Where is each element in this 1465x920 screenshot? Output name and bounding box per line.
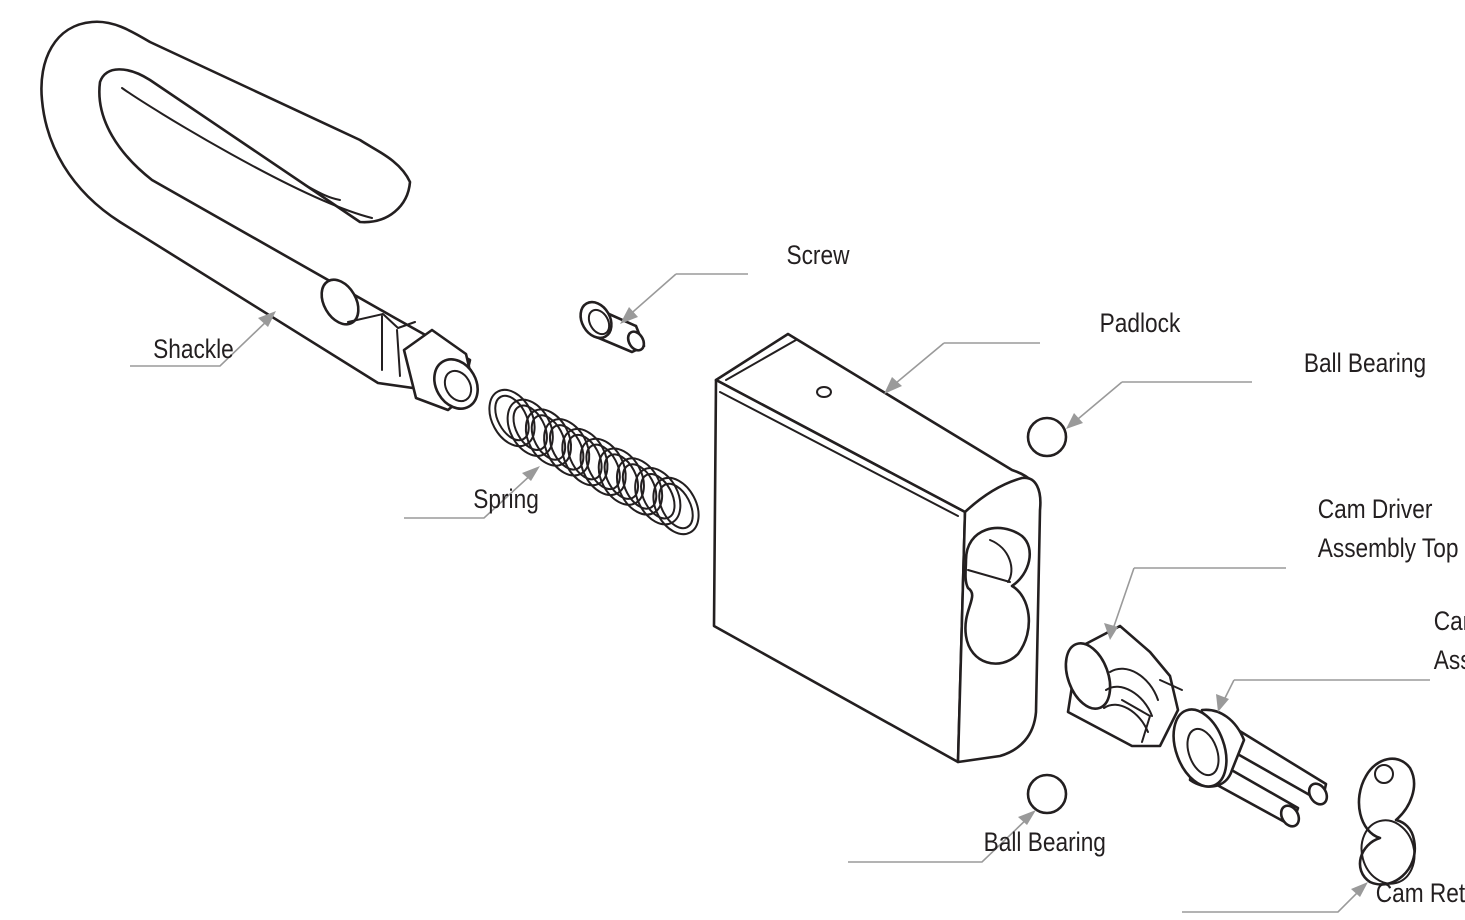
cam-retainer-part [1357, 757, 1417, 886]
label-ball-bearing-top: Ball Bearing [1304, 348, 1426, 378]
label-cam-driver-top-line2: Assembly Top [1318, 533, 1459, 563]
cam-driver-assembly-top-part [1064, 624, 1183, 748]
spring-coil [658, 482, 694, 530]
label-padlock: Padlock [1100, 308, 1181, 338]
label-spring: Spring [473, 484, 539, 514]
label-ball-bearing-bottom: Ball Bearing [984, 827, 1106, 857]
spring-part [488, 388, 700, 536]
ball-bearing-top-part [1026, 416, 1068, 458]
label-cam-driver-bottom-line1: Cam Driver [1434, 606, 1465, 636]
ball-bearing-bottom-part [1026, 773, 1068, 815]
spring-coil [567, 433, 603, 481]
part-labels: Shackle Screw Spring Padlock Ball Bearin… [153, 240, 1465, 908]
spring-coil [512, 404, 548, 451]
spring-coil [634, 467, 682, 526]
screw-part [579, 300, 646, 354]
shackle-part [40, 20, 479, 412]
spring-coil [603, 453, 640, 500]
padlock-body-part [712, 332, 1042, 764]
spring-coil [530, 414, 567, 461]
label-screw: Screw [786, 240, 850, 270]
label-cam-retainer: Cam Retainer [1376, 878, 1465, 908]
spring-coil [621, 463, 658, 510]
label-cam-driver-bottom-line2: Assembly Bottom [1434, 645, 1465, 675]
spring-coil [494, 394, 530, 442]
spring-coil [640, 473, 676, 520]
spring-coil [585, 443, 621, 491]
label-cam-driver-top-line1: Cam Driver [1318, 494, 1433, 524]
label-shackle: Shackle [153, 334, 234, 364]
spring-coil [548, 424, 585, 471]
leader-lines [130, 273, 1430, 913]
spring-coil [652, 476, 700, 536]
cam-driver-assembly-bottom-part [1172, 708, 1329, 828]
